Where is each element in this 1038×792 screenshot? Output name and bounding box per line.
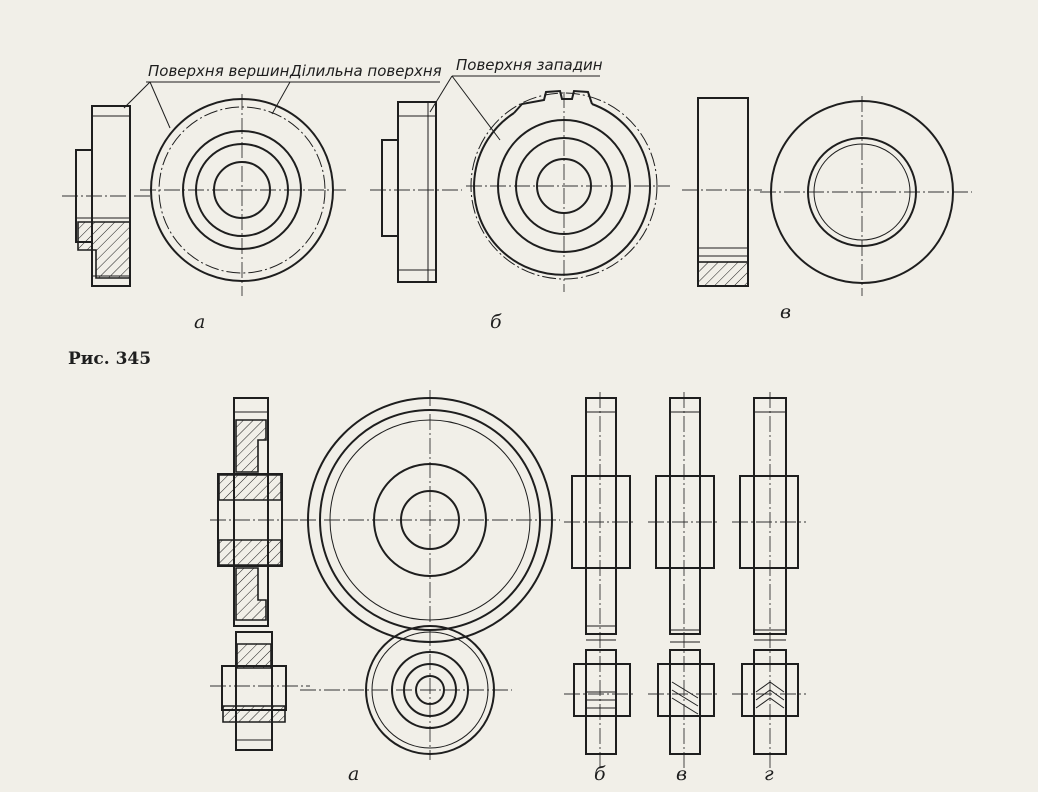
label-g-bottom: г	[764, 763, 774, 785]
gear-side-view-b-top	[370, 101, 462, 283]
leader-line	[451, 75, 501, 141]
label-a-bottom: а	[348, 763, 359, 785]
leader-line	[429, 75, 453, 113]
label-b-top: б	[490, 311, 502, 333]
gear-pair-section-side	[210, 397, 310, 751]
label-b-bottom: б	[594, 763, 606, 785]
gear-side-view-a-top	[62, 105, 150, 287]
label-v-top: в	[780, 301, 791, 323]
label-a-top: а	[194, 311, 205, 333]
leader-line	[123, 81, 151, 109]
label-v-bottom: в	[676, 763, 687, 785]
leader-line	[271, 81, 291, 115]
figure-caption: Рис. 345	[68, 349, 151, 369]
gear-pair-side-v	[648, 392, 720, 770]
gear-big-front	[300, 390, 560, 760]
annotation-pitch-surface: Ділильна поверхня	[289, 62, 442, 80]
leader-line	[149, 81, 171, 129]
gear-side-view-v-top	[682, 97, 762, 287]
annotation-roots-surface: Поверхня западин	[456, 56, 603, 74]
gear-front-view-v-top	[760, 96, 972, 296]
annotation-group: Поверхня вершин Ділильна поверхня Поверх…	[123, 56, 603, 141]
gear-pair-side-b	[564, 392, 636, 770]
gear-pinion-front	[300, 625, 512, 755]
gear-front-view-b-top	[466, 89, 670, 292]
gear-front-view-a-top	[140, 94, 346, 296]
gear-pair-side-g	[732, 392, 806, 770]
tooth-root-arc	[473, 103, 652, 276]
annotation-tips-surface: Поверхня вершин	[148, 62, 290, 80]
